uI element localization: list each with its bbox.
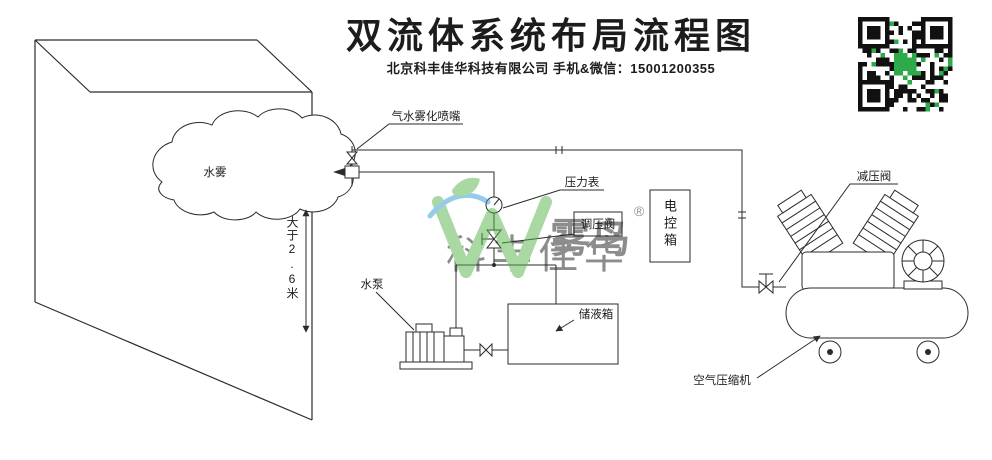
air-compressor-label: 空气压缩机 bbox=[693, 373, 751, 387]
page-subtitle: 北京科丰佳华科技有限公司 手机&微信：15001200355 bbox=[387, 61, 716, 76]
watermark-logo: 科丰佳华 雾鸟 ® bbox=[427, 177, 645, 278]
storage-tank-label-group: 储液箱 bbox=[555, 306, 615, 332]
control-box bbox=[649, 189, 691, 263]
min-height-label: 大于2.6米 bbox=[285, 216, 299, 300]
leader-line bbox=[356, 123, 463, 150]
annotation-labels: 气水雾化喷嘴 压力表 调压阀 储液箱 水泵 减压阀 空气压缩机 bbox=[356, 108, 898, 389]
nozzle-assembly bbox=[333, 146, 360, 186]
leader-line bbox=[778, 183, 898, 283]
water-pump-label: 水泵 bbox=[361, 278, 384, 291]
nozzle-label-group: 气水雾化喷嘴 bbox=[356, 108, 463, 150]
leader-line bbox=[375, 291, 415, 331]
compressor-cylinder-right bbox=[852, 189, 920, 266]
compressor-tank bbox=[785, 287, 969, 339]
control-box-label: 电控箱 bbox=[662, 199, 677, 250]
storage-tank-label: 储液箱 bbox=[579, 307, 614, 321]
leader-line bbox=[501, 233, 575, 244]
leader-line bbox=[555, 319, 575, 332]
pressure-gauge-label: 压力表 bbox=[565, 175, 600, 189]
nozzle-label: 气水雾化喷嘴 bbox=[392, 109, 461, 123]
water-pump bbox=[399, 323, 473, 370]
air-compressor-label-group: 空气压缩机 bbox=[692, 335, 821, 389]
page-title: 双流体系统布局流程图 bbox=[346, 15, 756, 56]
watermark-leaf-icon bbox=[452, 177, 480, 197]
reducing-valve-label-group: 减压阀 bbox=[778, 168, 898, 283]
watermark-registered-icon: ® bbox=[634, 203, 645, 219]
room-box bbox=[34, 39, 313, 421]
storage-tank bbox=[507, 303, 619, 365]
compressor-cylinder-left bbox=[776, 189, 844, 266]
watermark-brand: 雾鸟 bbox=[550, 217, 630, 261]
regulating-valve-label: 调压阀 bbox=[581, 217, 616, 231]
regulating-valve-label-group: 调压阀 bbox=[501, 211, 623, 244]
reducing-valve-label: 减压阀 bbox=[857, 169, 892, 183]
water-mist-label: 水雾 bbox=[204, 166, 227, 179]
air-compressor bbox=[776, 189, 969, 364]
leader-line bbox=[502, 189, 604, 209]
tank-outlet-valve bbox=[479, 342, 493, 358]
water-pipe bbox=[352, 171, 557, 351]
pressure-gauge-label-group: 压力表 bbox=[502, 174, 604, 209]
qr-code bbox=[858, 17, 953, 112]
leader-line bbox=[756, 335, 821, 379]
watermark-w-mark bbox=[432, 196, 552, 278]
water-pump-label-group: 水泵 bbox=[359, 277, 415, 331]
water-mist-cloud bbox=[152, 108, 356, 221]
reducing-valve bbox=[758, 273, 774, 295]
watermark-swoosh bbox=[427, 192, 491, 219]
